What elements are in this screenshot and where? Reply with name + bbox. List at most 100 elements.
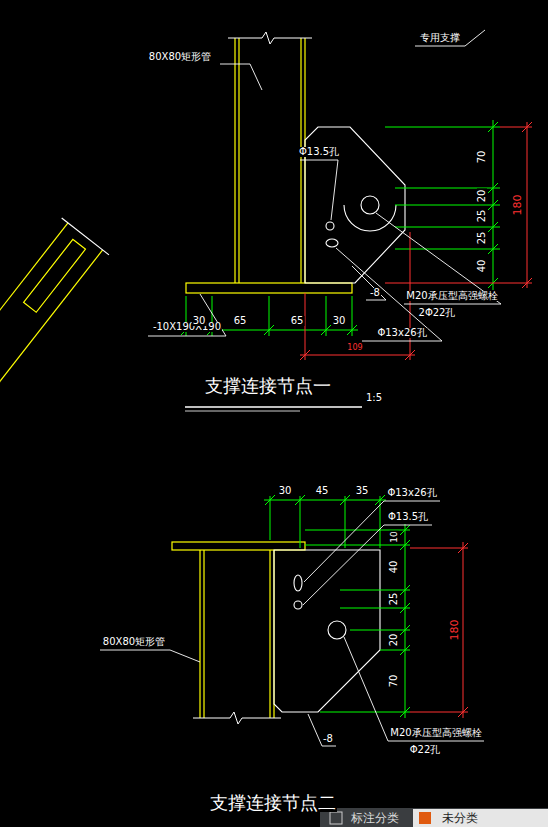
overall-dimension [527,122,528,288]
tube-outline [199,550,200,718]
brace-member [62,218,109,255]
leader-line [308,714,336,746]
ui-bar [413,809,548,827]
tube-outline [234,38,235,283]
leader-line [300,160,338,220]
dimension-text: 40 [477,259,487,274]
dimension-line [400,525,410,717]
ui-tab-label: 标注分类 [350,812,400,824]
hole-label: Φ22孔 [409,745,442,755]
overall-dimension [385,122,532,288]
plate-thickness: -8 [369,288,381,298]
tube-outline [172,38,352,718]
detail-title: 支撑连接节点二 [209,794,337,812]
dimension-line [180,120,500,718]
dimension-text: 30 [192,316,207,326]
ui-bar [330,812,342,824]
overall-dimension [300,122,532,718]
bolt-hole [294,601,302,609]
ui-bar [320,808,548,827]
leader-line [100,30,501,746]
bolt-hole [294,196,379,639]
overall-dimension [300,355,415,356]
break-mark [193,712,281,724]
dimension-text: 70 [389,674,399,689]
dimension-text: 10 [390,530,399,543]
bolt-label: M20承压型高强螺栓 [405,291,498,301]
hole-label: Φ13x26孔 [386,488,437,498]
leader-line [352,266,386,300]
hole-label: Φ13x26孔 [376,328,427,338]
dimension-line [265,495,385,505]
bolt-hole [361,196,379,214]
dimension-text: 35 [355,486,370,496]
leader-line [100,650,200,662]
dimension-text: 30 [278,486,293,496]
title-underline [185,407,362,411]
dimension-text: 30 [332,316,347,326]
dimension-text: 25 [477,231,487,246]
part-name: 80X80矩形管 [148,52,212,62]
break-mark [228,32,312,44]
dimension-text: 65 [233,316,248,326]
title-underline [185,406,362,408]
dimension-text: 20 [389,633,399,648]
leader-line [220,64,262,90]
hole-label: Φ13.5孔 [387,512,429,522]
tube-outline [300,38,301,283]
gusset-plate [274,550,380,712]
brace-member [0,250,103,388]
dimension-line [305,530,410,712]
overall-dimension [463,542,464,718]
brace-member [0,218,109,393]
leader-line [304,501,440,582]
plate-size: -10X190X190 [152,322,222,332]
part-name: 专用支撑 [419,33,461,43]
scale-text: 1:5 [365,393,383,403]
dimension-text: 180 [512,194,523,217]
hole-label: 2Φ22孔 [418,308,457,318]
dimension-text: 70 [477,150,487,165]
tube-outline [186,283,352,293]
dimension-text: 109 [346,344,363,352]
bolt-hole [326,222,334,230]
bolt-hole [326,239,338,247]
ui-tab-label: 未分类 [441,812,479,824]
dimension-text: 20 [477,189,487,204]
tube-outline [238,38,239,283]
hole-label: Φ13.5孔 [298,147,340,157]
dimension-text: 25 [477,209,487,224]
leader-line [415,30,485,46]
brace-member [24,239,86,312]
leader-line [148,294,226,336]
tube-outline [203,550,204,718]
tube-outline [172,542,305,550]
part-name: 80X80矩形管 [102,637,166,647]
leader-line [303,525,432,605]
gusset-plate [274,127,405,712]
ui-bar [419,812,431,824]
plate-thickness: -8 [322,734,334,744]
brace-member [0,223,68,361]
detail-title: 支撑连接节点一 [204,377,332,395]
dimension-text: 180 [449,619,460,642]
leader-line [344,637,484,741]
dimension-line [264,500,386,501]
bolt-label: M20承压型高强螺栓 [389,728,482,738]
bolt-hole [294,575,302,591]
dimension-text: 65 [290,316,305,326]
bolt-hole [328,621,346,639]
tube-outline [269,550,270,718]
dimension-text: 40 [389,560,399,575]
dimension-text: 45 [315,486,330,496]
dimension-text: 25 [389,592,399,607]
overall-dimension [410,543,468,717]
title-underline [185,411,300,412]
gusset-plate [344,205,396,231]
dimension-line [385,127,500,249]
dimension-line [405,524,406,718]
leader-line [376,213,501,304]
ui-bar [320,808,548,827]
